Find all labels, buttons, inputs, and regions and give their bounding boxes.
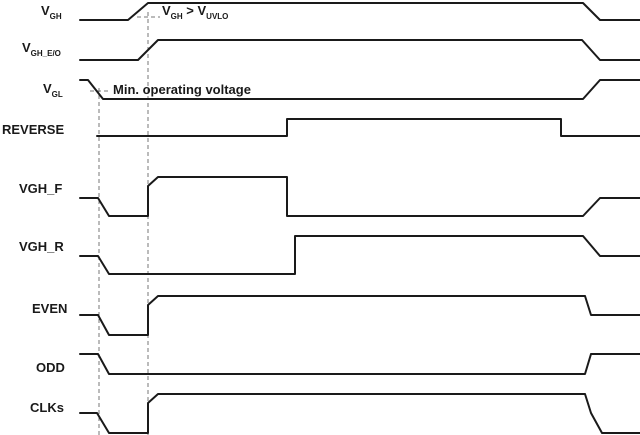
label-vgh: VGH xyxy=(41,3,62,21)
label-vgl: VGL xyxy=(43,81,63,99)
waveform-vgh-f xyxy=(79,176,640,217)
min-voltage-annotation: Min. operating voltage xyxy=(113,82,251,97)
waveform-vgh xyxy=(79,2,640,21)
label-vgh-f: VGH_F xyxy=(19,181,62,196)
waveform-clks xyxy=(79,393,640,434)
waveform-odd xyxy=(79,353,640,375)
uvlo-annotation: VGH > VUVLO xyxy=(162,3,228,21)
waveform-vgh-r xyxy=(79,235,640,275)
label-vgh-eo: VGH_E/O xyxy=(22,40,61,58)
label-odd: ODD xyxy=(36,360,65,375)
label-vgh-r: VGH_R xyxy=(19,239,64,254)
waveform-even xyxy=(79,295,640,336)
waveform-vgl xyxy=(79,79,640,100)
label-reverse: REVERSE xyxy=(2,122,64,137)
label-clks: CLKs xyxy=(30,400,64,415)
label-even: EVEN xyxy=(32,301,67,316)
waveform-vgh-e-o xyxy=(79,39,640,61)
waveform-reverse xyxy=(96,118,640,137)
